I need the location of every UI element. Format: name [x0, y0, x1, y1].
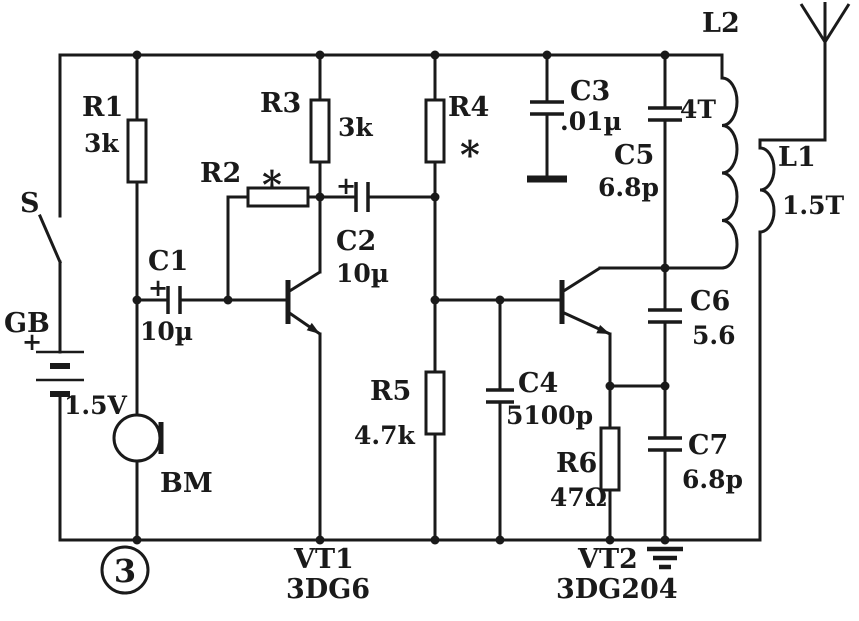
vt1-emitter-arrow	[306, 322, 320, 334]
symbols	[36, 2, 851, 595]
label-figure-number: 3	[114, 552, 136, 590]
label-c2-polarity: +	[336, 171, 356, 200]
label-r1-value: 3k	[84, 129, 119, 158]
microphone-symbol	[112, 413, 164, 463]
label-l2-ref: L2	[702, 8, 740, 39]
label-r4-value: *	[460, 132, 480, 177]
capacitor-c2-plates	[354, 182, 370, 212]
label-vt2-ref: VT2	[577, 544, 638, 575]
label-vt1-model: 3DG6	[286, 574, 370, 605]
label-r2-value: *	[262, 162, 282, 207]
capacitor-c1-plates	[166, 286, 182, 314]
vt2-emitter-arrow	[596, 325, 610, 334]
label-r2-ref: R2	[200, 158, 241, 189]
label-c7-value: 6.8p	[682, 465, 743, 494]
junction-dots	[132, 50, 670, 545]
switch-blade	[38, 214, 62, 264]
label-c6-value: 5.6	[692, 321, 736, 350]
label-switch: S	[20, 188, 40, 219]
label-r3-ref: R3	[260, 88, 301, 119]
label-c7-ref: C7	[688, 430, 728, 461]
label-battery-value: 1.5V	[64, 391, 127, 420]
label-r5-value: 4.7k	[354, 421, 415, 450]
label-c5-value: 6.8p	[598, 173, 659, 202]
label-l2-value: 4T	[680, 95, 716, 124]
figure-number-circle	[100, 545, 150, 595]
label-r5-ref: R5	[370, 376, 411, 407]
label-c1-value: 10µ	[140, 317, 193, 346]
label-r6-value: 47Ω	[550, 483, 607, 512]
label-vt1-ref: VT1	[293, 544, 354, 575]
transistor-vt2-symbol	[559, 266, 611, 336]
label-c4-value: 5100p	[506, 401, 593, 430]
label-c3-value: .01µ	[560, 107, 622, 136]
label-c3-ref: C3	[570, 76, 610, 107]
wire-r2-left	[226, 195, 250, 302]
resistor-r3-body	[309, 98, 331, 164]
wires	[38, 40, 827, 542]
ground-symbol	[647, 546, 683, 570]
label-r3-value: 3k	[338, 113, 373, 142]
capacitor-c6-plates	[648, 308, 682, 324]
label-c2-ref: C2	[336, 226, 376, 257]
inductor-l2-coil	[721, 76, 739, 270]
label-c4-ref: C4	[518, 368, 558, 399]
label-c2-value: 10µ	[336, 259, 389, 288]
transistor-vt1-symbol	[285, 270, 321, 336]
capacitor-c4-plates	[486, 388, 514, 404]
resistor-r4-body	[424, 98, 446, 164]
label-battery-plus: +	[22, 327, 42, 356]
antenna-icon	[799, 2, 851, 43]
label-c6-ref: C6	[690, 286, 730, 317]
label-c1-ref: C1	[148, 246, 188, 277]
label-bm-ref: BM	[160, 468, 213, 499]
resistor-r5-body	[424, 370, 446, 436]
resistor-r1-body	[126, 118, 148, 184]
label-l1-ref: L1	[778, 142, 816, 173]
inductor-l1-coil	[759, 146, 776, 234]
label-r1-ref: R1	[82, 92, 123, 123]
label-l1-value: 1.5T	[782, 191, 844, 220]
resistor-r6-body	[599, 426, 621, 492]
resistor-r2-body	[246, 186, 310, 208]
label-battery-ref: GB	[4, 308, 50, 339]
label-r4-ref: R4	[448, 92, 489, 123]
label-c5-ref: C5	[614, 140, 654, 171]
label-vt2-model: 3DG204	[556, 574, 678, 605]
labels: S GB + 1.5V R1 3k R2 * R3 3k R4 * R5 4.7…	[4, 8, 844, 605]
capacitor-c5-plates	[648, 106, 682, 122]
label-r6-ref: R6	[556, 448, 597, 479]
capacitor-c3-plates	[530, 100, 564, 116]
label-c1-polarity: +	[148, 273, 168, 302]
battery-symbol	[36, 350, 84, 397]
capacitor-c7-plates	[648, 436, 682, 452]
